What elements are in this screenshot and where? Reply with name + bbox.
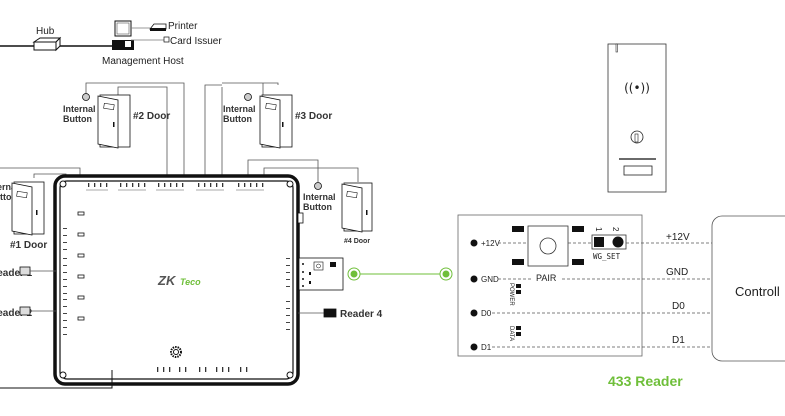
left-terminals	[63, 228, 67, 335]
wire-label: D1	[672, 335, 685, 346]
computer-icon	[112, 20, 134, 50]
door-label: #3 Door	[295, 111, 332, 122]
door-label: #2 Door	[133, 111, 170, 122]
internal-button-label: Button	[63, 114, 92, 124]
wire-label: D0	[672, 301, 685, 312]
door-icon	[11, 181, 45, 236]
internal-button-icon	[314, 182, 322, 190]
door-wiring	[0, 82, 359, 182]
pin-label: GND	[481, 275, 499, 284]
rfid-wave-icon: ((•))	[624, 81, 650, 95]
pin-dot	[470, 239, 478, 247]
screw-hole	[286, 180, 294, 188]
pin-dot	[470, 343, 478, 351]
internal-button-label: Internal	[0, 182, 19, 192]
door-4: Internal Button #4 Door	[303, 182, 373, 245]
internal-button-label: Button	[0, 192, 17, 202]
bottom-terminals	[157, 367, 248, 372]
reader-icon	[19, 266, 31, 276]
internal-button-label: Button	[303, 202, 332, 212]
wire-label: GND	[666, 267, 688, 278]
status-leds	[77, 211, 85, 321]
controller-label: Controll	[735, 284, 780, 299]
pair-button	[527, 225, 569, 267]
door-icon	[259, 94, 293, 149]
right-terminals	[286, 258, 290, 330]
internal-button-label: Internal	[63, 104, 96, 114]
brand-logo-suffix: Teco	[180, 277, 201, 287]
door-icon	[97, 94, 131, 149]
reader-4: Reader 4	[298, 308, 383, 320]
internal-button-icon	[82, 93, 90, 101]
wg-set-label: WG_SET	[593, 252, 621, 261]
reader-icon	[19, 306, 31, 316]
door-1: Internal Button #1 Door	[0, 181, 47, 251]
door-icon	[341, 182, 373, 233]
wire-label: +12V	[666, 232, 690, 243]
door-label: #1 Door	[10, 240, 47, 251]
jumper-number: 2	[611, 227, 620, 232]
hub-icon	[32, 36, 62, 52]
brand-logo: ZK	[157, 273, 177, 288]
side-connector	[297, 212, 304, 224]
connector-link	[347, 267, 453, 281]
door-2: Internal Button #2 Door	[63, 93, 170, 149]
pin-dot	[470, 309, 478, 317]
top-terminals	[88, 183, 264, 187]
ground-wire	[0, 370, 113, 389]
host-label: Management Host	[102, 56, 184, 67]
reader433-title: 433 Reader	[608, 373, 683, 389]
controller-box: Controll	[711, 215, 785, 362]
jumper-number: 1	[594, 227, 603, 232]
pin-label: D1	[481, 343, 492, 352]
reader-icon	[323, 308, 337, 318]
data-led-label: DATA	[508, 326, 514, 341]
network-section: Hub Printer Card Issuer Management Host	[0, 20, 222, 67]
card-issuer-icon	[163, 36, 170, 43]
reader433-board: PAIR 1 2 WG_SET +12V GND D0 D1 POWER DAT…	[457, 214, 643, 357]
pin-label: D0	[481, 309, 492, 318]
hub-label: Hub	[36, 26, 55, 37]
screw-hole	[286, 371, 294, 379]
reader-label: Reader 2	[0, 308, 33, 319]
reader-2: Reader 2	[0, 306, 56, 319]
printer-label: Printer	[168, 21, 198, 32]
reader-label: Reader 4	[340, 309, 383, 320]
pin-dot	[470, 275, 478, 283]
screw-hole	[59, 371, 67, 379]
internal-button-label: Button	[223, 114, 252, 124]
control-panel: ZK Teco	[53, 174, 304, 386]
wire-lines	[492, 242, 712, 348]
mini-433-module	[298, 257, 344, 291]
pin-label: +12V	[481, 239, 501, 248]
door-3: Internal Button #3 Door	[223, 93, 332, 149]
printer-icon	[149, 23, 167, 31]
reader-label: Reader 1	[0, 268, 33, 279]
reader-1: Reader 1	[0, 266, 56, 279]
door-label: #4 Door	[344, 238, 370, 245]
touch-icon	[630, 130, 644, 144]
pair-label: PAIR	[536, 273, 557, 283]
card-reader-device: ((•))	[607, 43, 667, 193]
internal-button-label: Internal	[303, 192, 336, 202]
internal-button-icon	[244, 93, 252, 101]
screw-hole	[59, 180, 67, 188]
internal-button-label: Internal	[223, 104, 256, 114]
power-led-label: POWER	[508, 283, 514, 306]
card-issuer-label: Card Issuer	[170, 36, 222, 47]
